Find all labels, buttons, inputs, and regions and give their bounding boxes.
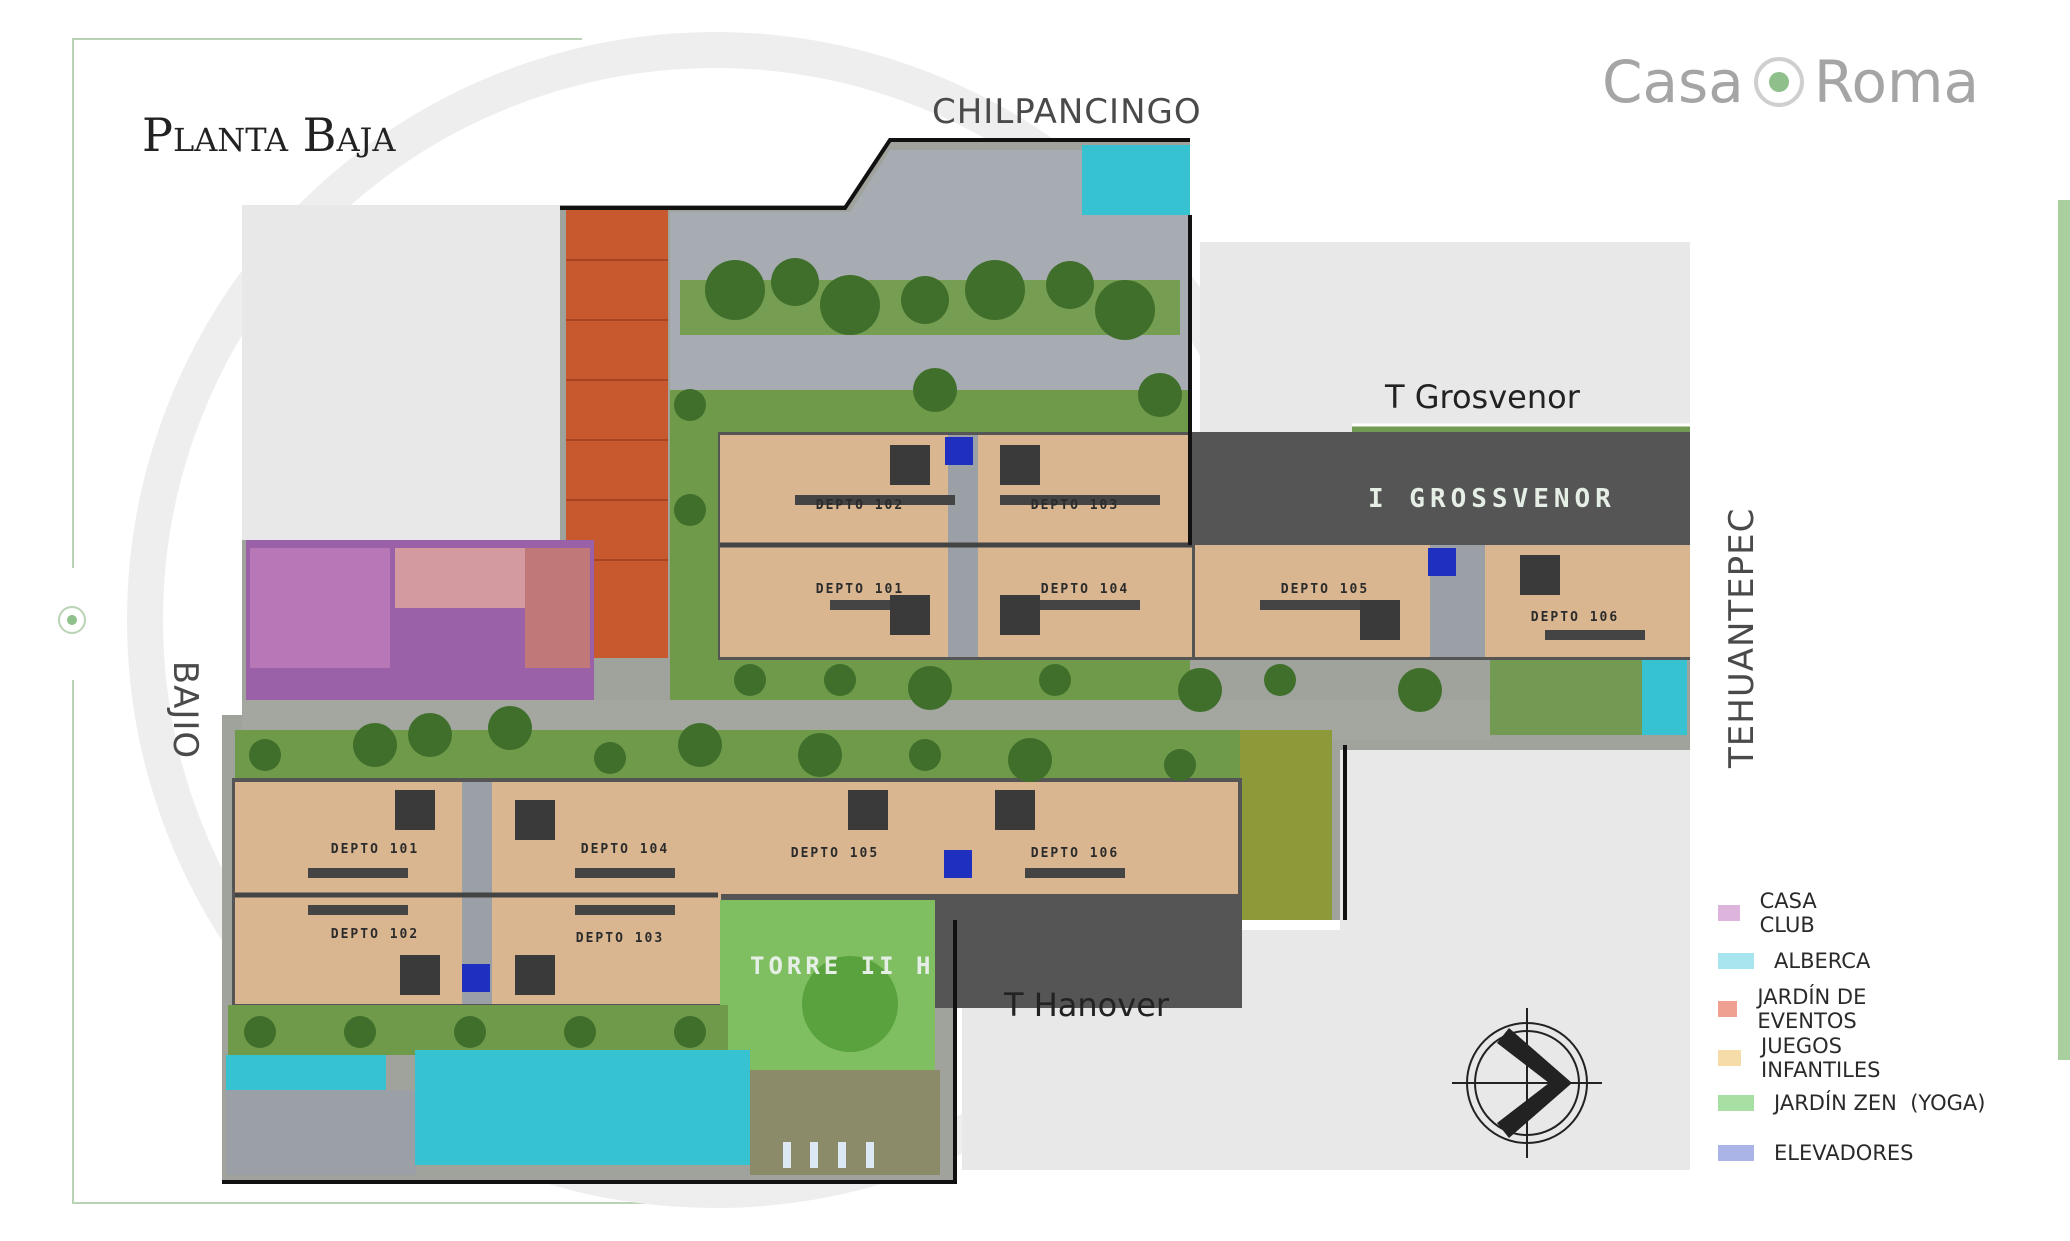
legend-label: ELEVADORES bbox=[1774, 1141, 1914, 1165]
unit-label: DEPTO 105 bbox=[1280, 582, 1370, 597]
elevator-north bbox=[945, 437, 973, 465]
frame-left-line bbox=[72, 38, 74, 568]
legend-swatch bbox=[1718, 905, 1740, 921]
legend-swatch bbox=[1718, 1145, 1754, 1161]
zen-circle bbox=[802, 956, 898, 1052]
legend-label: ALBERCA bbox=[1774, 949, 1871, 973]
unit-label: DEPTO 104 bbox=[1040, 582, 1130, 597]
elevator-south-west bbox=[462, 964, 490, 992]
street-chilpancingo: CHILPANCINGO bbox=[932, 92, 1202, 132]
frame-left-marker-icon bbox=[58, 606, 86, 634]
unit-label: DEPTO 106 bbox=[1030, 846, 1120, 861]
north-pool bbox=[1082, 145, 1190, 215]
parking-ramp bbox=[226, 1090, 416, 1175]
living-rooms bbox=[395, 445, 1560, 995]
east-pool bbox=[1642, 660, 1687, 735]
frame-left-line-lower bbox=[72, 680, 74, 1204]
legend-label: JARDÍN ZEN (YOGA) bbox=[1774, 1091, 1986, 1115]
unit-label: DEPTO 102 bbox=[330, 927, 420, 942]
tower-hanover-label: T Hanover bbox=[1004, 986, 1170, 1024]
legend-swatch bbox=[1718, 953, 1754, 969]
furniture bbox=[308, 495, 1645, 915]
legend-label: CASA CLUB bbox=[1759, 889, 1817, 937]
frame-bottom-line bbox=[72, 1202, 692, 1204]
unit-label: DEPTO 103 bbox=[1030, 498, 1120, 513]
hanover-roof-text: TORRE II H bbox=[750, 952, 935, 980]
right-accent-bar bbox=[2058, 200, 2070, 1060]
legend-swatch bbox=[1718, 1095, 1754, 1111]
south-garden-strip bbox=[235, 730, 1240, 780]
frame-top-line bbox=[72, 38, 582, 40]
brand-casa: Casa bbox=[1602, 48, 1744, 116]
legend-label: JUEGOS INFANTILES bbox=[1761, 1034, 1881, 1082]
unit-label: DEPTO 101 bbox=[815, 582, 905, 597]
kids-play-area bbox=[1240, 730, 1332, 920]
tower-grosvenor-label: T Grosvenor bbox=[1385, 378, 1580, 416]
lot-east-south bbox=[1340, 750, 1690, 1170]
elevator-south bbox=[944, 850, 972, 878]
main-pool bbox=[415, 1050, 750, 1165]
site-outline bbox=[560, 138, 1190, 210]
street-tehuantepec: TEHUANTEPEC bbox=[1722, 507, 1762, 768]
brand-roma: Roma bbox=[1813, 48, 1980, 116]
elevator-north-east bbox=[1428, 548, 1456, 576]
legend-item-elevadores: ELEVADORES bbox=[1718, 1138, 1914, 1168]
unit-label: DEPTO 102 bbox=[815, 498, 905, 513]
lot-west bbox=[242, 205, 572, 545]
legend-label: JARDÍN DE EVENTOS bbox=[1757, 985, 1867, 1033]
trees bbox=[244, 258, 1442, 1048]
page-title: Planta Baja bbox=[142, 108, 396, 162]
unit-label: DEPTO 101 bbox=[330, 842, 420, 857]
legend-item-casa-club: CASA CLUB bbox=[1718, 889, 1831, 937]
unit-label: DEPTO 104 bbox=[580, 842, 670, 857]
compass-rose-icon bbox=[1452, 1008, 1602, 1158]
brand-ring-icon bbox=[1753, 57, 1804, 107]
legend-item-juegos-infantiles: JUEGOS INFANTILES bbox=[1718, 1034, 1893, 1082]
brand-logo: Casa Roma bbox=[1602, 42, 1979, 122]
legend-item-jardin-zen: JARDÍN ZEN (YOGA) bbox=[1718, 1088, 1985, 1118]
unit-label: DEPTO 106 bbox=[1530, 610, 1620, 625]
unit-label: DEPTO 103 bbox=[575, 931, 665, 946]
east-lawn bbox=[1490, 660, 1642, 735]
grosvenor-roof-text: I GROSSVENOR bbox=[1368, 484, 1616, 514]
legend-item-jardin-eventos: JARDÍN DE EVENTOS bbox=[1718, 985, 1873, 1033]
legend-swatch bbox=[1718, 1001, 1738, 1017]
street-bajio: BAJIO bbox=[165, 660, 205, 760]
south-pool-left bbox=[226, 1055, 386, 1090]
legend-swatch bbox=[1718, 1050, 1742, 1066]
legend-item-alberca: ALBERCA bbox=[1718, 946, 1870, 976]
unit-label: DEPTO 105 bbox=[790, 846, 880, 861]
